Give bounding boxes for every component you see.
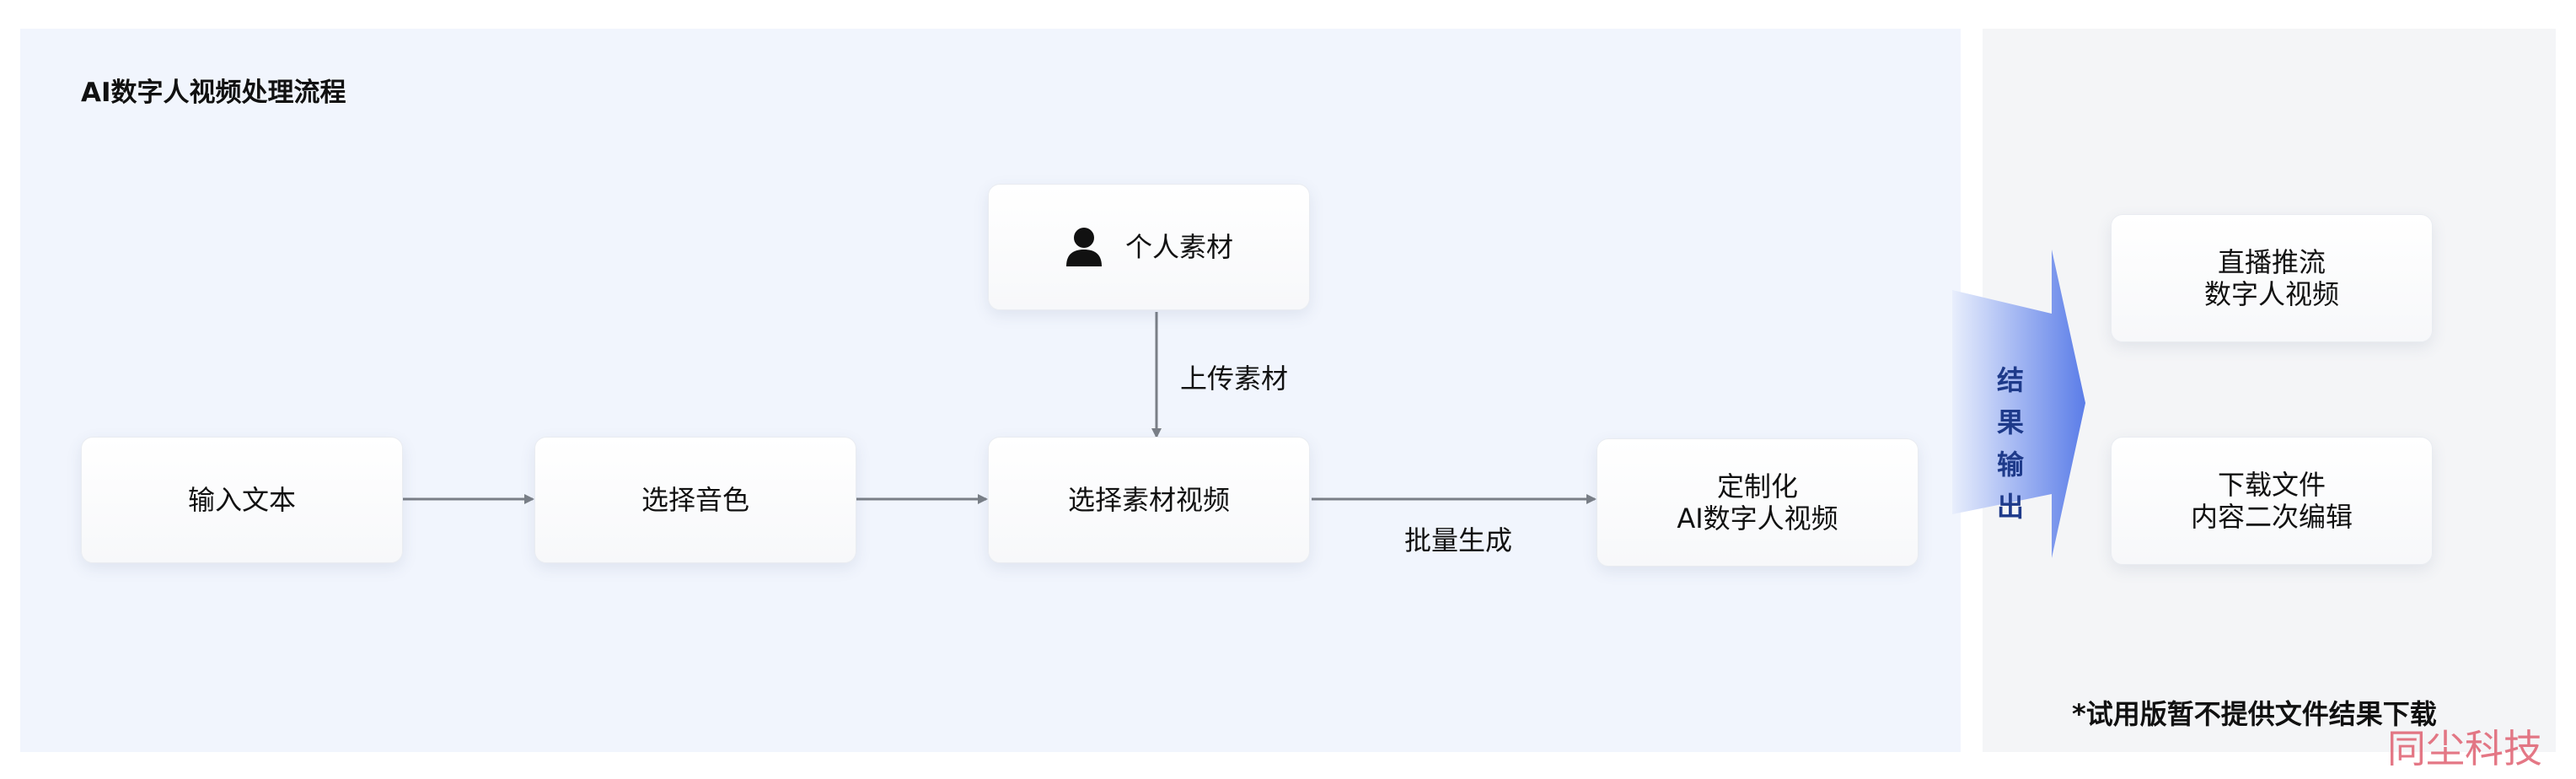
node-download-edit: 下载文件 内容二次编辑 (2111, 437, 2433, 565)
node-custom-ai-video: 定制化 AI数字人视频 (1597, 438, 1919, 567)
node-label-line2: 内容二次编辑 (2190, 501, 2353, 533)
main-flow-panel (20, 29, 1961, 752)
watermark: 同尘科技 (2387, 726, 2542, 771)
node-label-line2: 数字人视频 (2203, 278, 2339, 310)
node-label-line1: 定制化 (1716, 470, 1798, 502)
node-input-text: 输入文本 (81, 437, 403, 563)
diagram-title: AI数字人视频处理流程 (81, 78, 346, 108)
node-label: 输入文本 (187, 484, 296, 516)
big-output-arrow (1952, 250, 2085, 558)
output-label-line2: 输出 (1996, 449, 2024, 523)
node-label-line1: 直播推流 (2217, 246, 2326, 278)
node-personal-material: 个人素材 (988, 184, 1310, 310)
node-live-stream: 直播推流 数字人视频 (2111, 214, 2433, 342)
node-select-material-video: 选择素材视频 (988, 437, 1310, 563)
output-label-line1: 结果 (1996, 364, 2024, 438)
node-label: 个人素材 (1124, 231, 1233, 263)
node-label: 选择素材视频 (1067, 484, 1230, 516)
trial-note: *试用版暂不提供文件结果下载 (2072, 698, 2437, 730)
node-label-line2: AI数字人视频 (1677, 502, 1838, 535)
edge-label-upload: 上传素材 (1180, 363, 1289, 395)
node-label: 选择音色 (641, 484, 749, 516)
edge-label-batch: 批量生成 (1404, 524, 1513, 556)
user-icon (1065, 228, 1102, 266)
node-select-voice: 选择音色 (534, 437, 856, 563)
output-label: 结果 输出 (1984, 359, 2037, 528)
node-label-line1: 下载文件 (2217, 469, 2326, 501)
